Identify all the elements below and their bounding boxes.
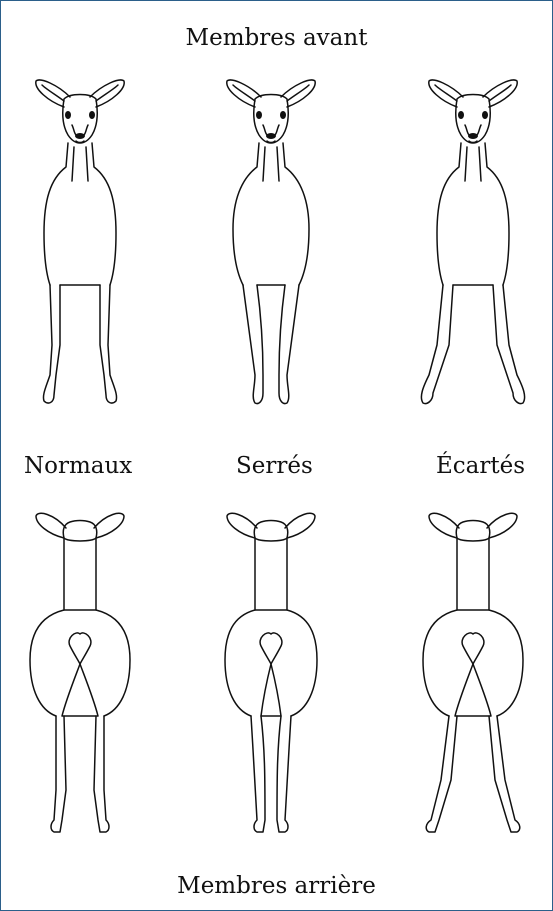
deer-front-normal (36, 80, 124, 403)
rear-legs-title: Membres arrière (0, 875, 553, 898)
deer-front-tight (227, 80, 315, 404)
deer-rear-tight (225, 513, 317, 832)
deer-rear-normal (30, 513, 130, 832)
label-wide: Écartés (436, 455, 525, 478)
deer-front-wide (421, 80, 524, 404)
label-normal: Normaux (24, 455, 132, 478)
deer-rear-wide (423, 513, 523, 832)
label-tight: Serrés (236, 455, 313, 478)
